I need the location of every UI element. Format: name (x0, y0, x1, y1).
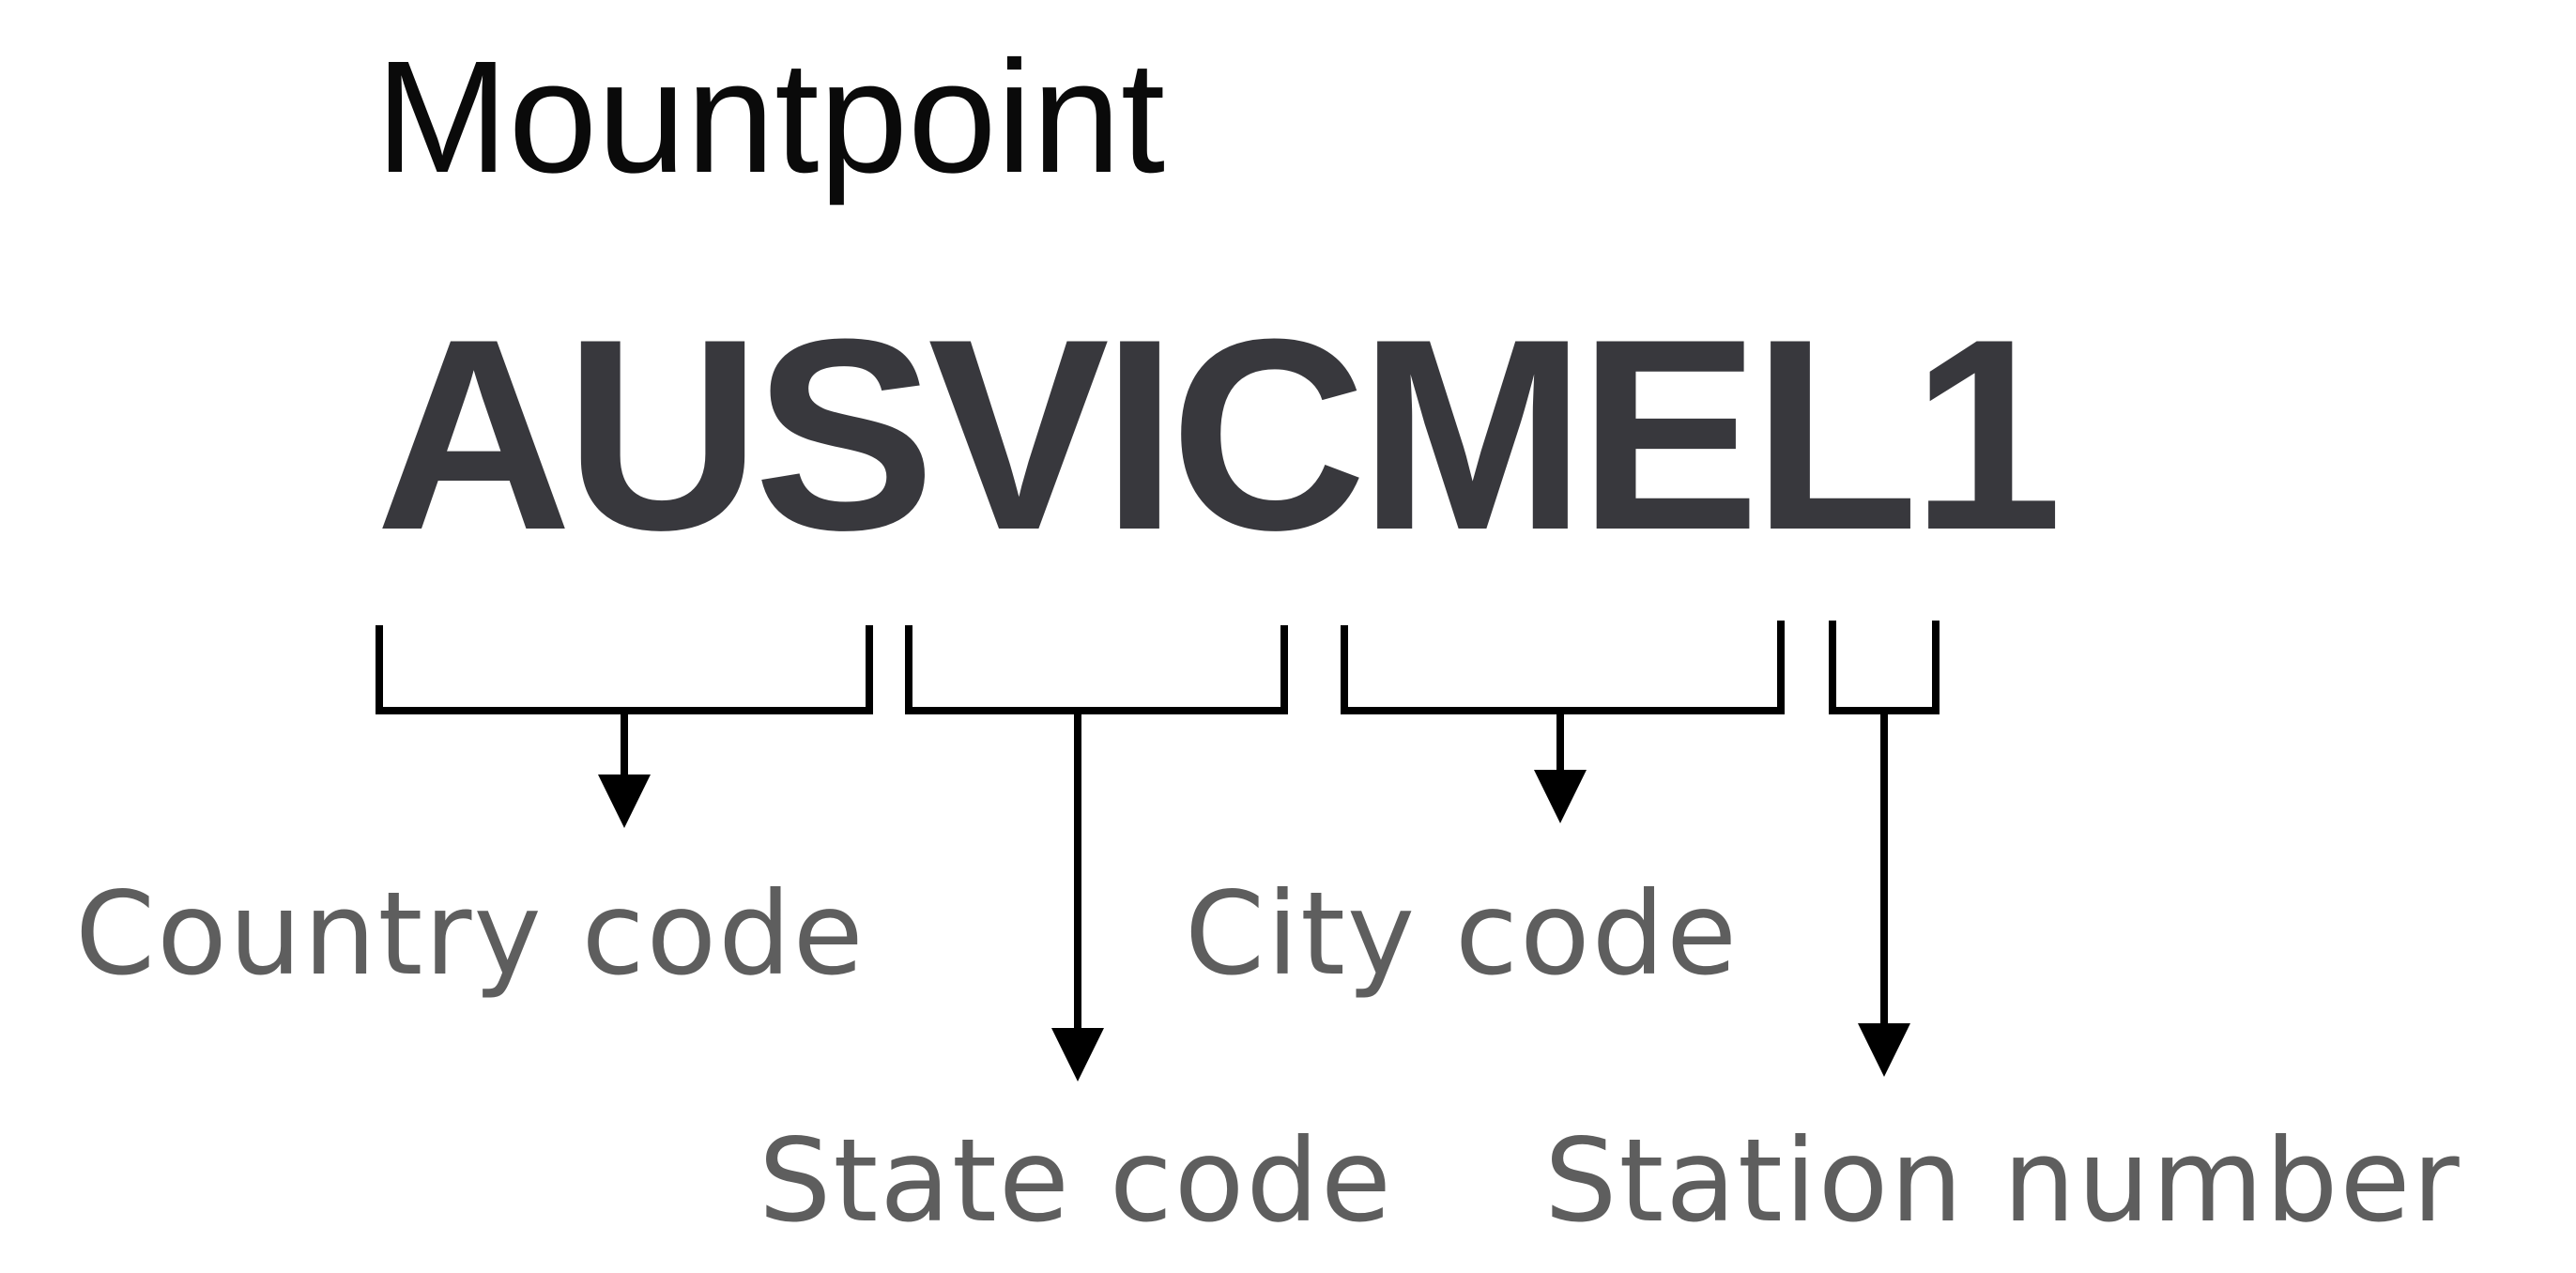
country-arrow-head (598, 775, 651, 828)
city-bracket (1341, 621, 1785, 714)
mountpoint-code: AUSVICMEL1 (376, 283, 2062, 587)
city-arrow-head (1534, 770, 1587, 823)
city-code-label: City code (1185, 867, 1740, 1001)
state-bracket (905, 625, 1288, 714)
country-code-label: Country code (75, 867, 866, 1001)
diagram-heading: Mountpoint (376, 28, 1166, 207)
state-code-label: State code (759, 1114, 1393, 1248)
station-bracket (1829, 621, 1940, 714)
station-arrow-head (1858, 1023, 1910, 1077)
state-arrow-head (1051, 1028, 1104, 1081)
country-bracket (376, 625, 873, 714)
station-number-label: Station number (1544, 1114, 2461, 1248)
